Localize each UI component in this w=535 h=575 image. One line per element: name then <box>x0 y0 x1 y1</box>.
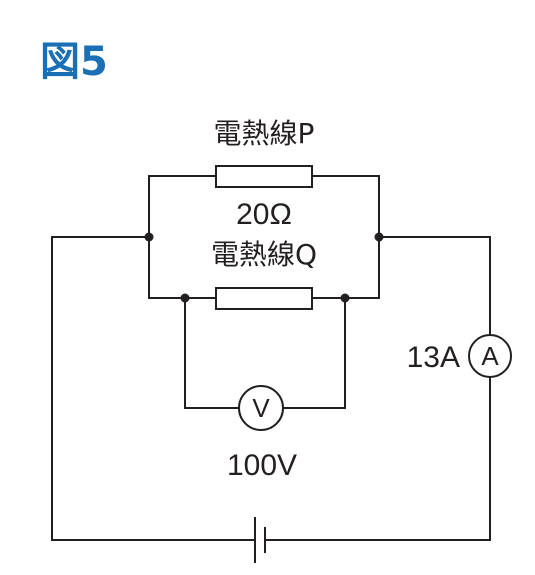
junction-dot <box>374 232 384 242</box>
resistor-p <box>215 165 313 188</box>
resistance-label: 20Ω <box>236 198 292 231</box>
resistor-q-label: 電熱線Q <box>211 238 317 271</box>
junction-dot <box>144 232 154 242</box>
voltage-label: 100V <box>227 449 297 482</box>
voltmeter <box>238 385 284 431</box>
resistor-q <box>215 287 313 310</box>
ammeter <box>468 334 512 378</box>
junction-dot <box>180 293 190 303</box>
current-label: 13A <box>407 341 460 374</box>
resistor-p-label: 電熱線P <box>214 117 315 150</box>
ammeter-symbol: A <box>481 341 499 371</box>
figure-label: 図5 <box>40 39 108 85</box>
junction-dot <box>340 293 350 303</box>
voltmeter-symbol: V <box>252 393 270 423</box>
